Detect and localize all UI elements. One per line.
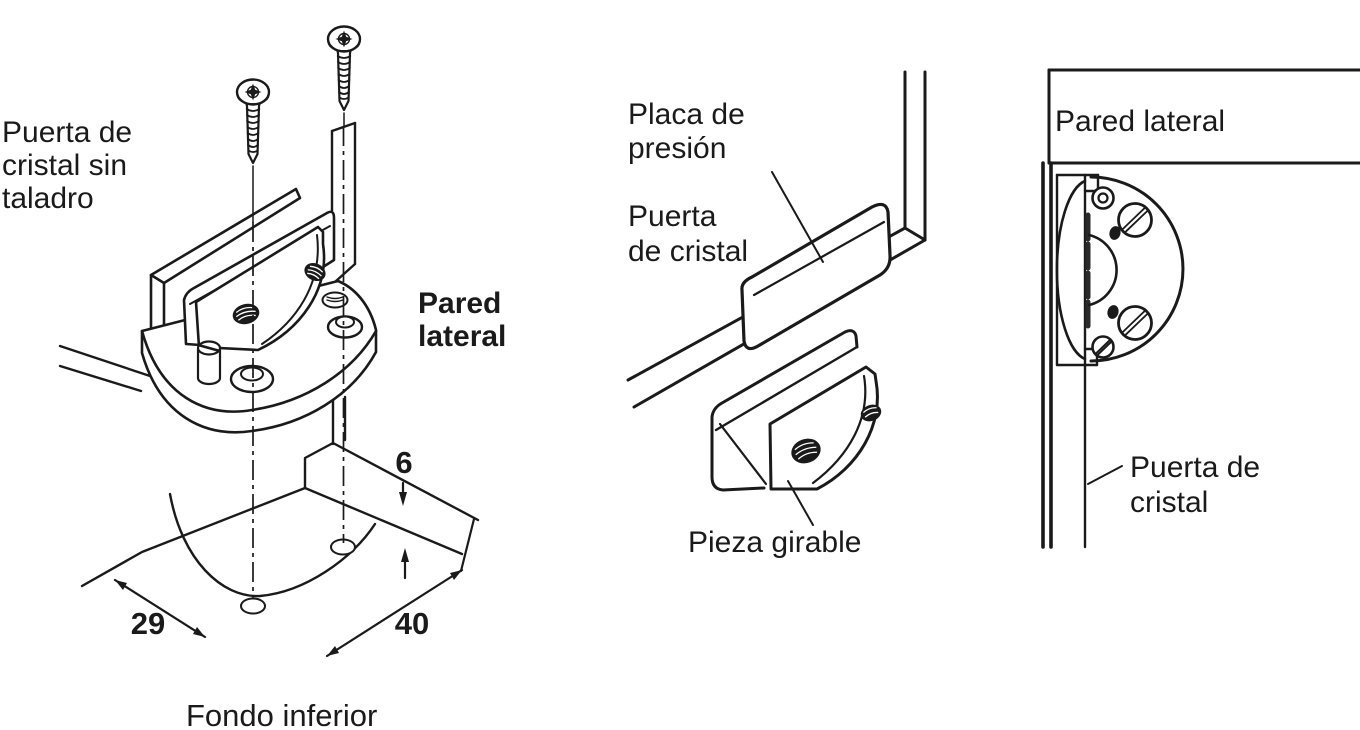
clamp-piece [182,210,336,352]
glass-door-panel [149,187,302,350]
side-wall-band [1047,68,1360,165]
glass-door-label-line2: cristal [1130,486,1208,519]
rotating-piece-label: Pieza girable [688,526,861,559]
pressure-plate [740,202,892,351]
pressure-plate-diagram: Placa de presión Puerta de cristal Pieza… [626,70,927,559]
base-holes [196,291,364,394]
exploded-hinge-diagram: 29 40 6 Puerta de cristal sin taladro Pa… [2,25,506,730]
floor-edge-lines [58,344,152,393]
set-screw [860,404,882,422]
hinge-body-arcs [1055,175,1185,363]
glass-door-label-line3: taladro [2,182,94,215]
mounting-template [80,441,480,615]
hinge-screws [1091,186,1153,359]
dimension-6: 6 [395,445,413,580]
glass-door-label-line2: de cristal [628,235,748,268]
right-diagram-labels: Pared lateral Puerta de cristal [1055,105,1260,519]
dimension-40: 40 [325,517,476,658]
side-wall-lower [331,395,347,446]
threaded-hole [791,438,821,464]
mounted-top-view-diagram: Pared lateral Puerta de cristal [1041,68,1360,549]
glass-door-section [1041,161,1087,549]
leader-rotating-piece [787,480,814,526]
side-wall-label: Pared lateral [1055,105,1225,138]
glass-door-label-line1: Puerta [628,200,717,233]
dim-29-label: 29 [131,606,165,641]
bottom-caption: Fondo inferior [186,698,377,730]
side-wall-label-line2: lateral [418,320,506,353]
glass-door-label-line1: Puerta de [2,116,132,149]
pivot-pin [196,340,222,386]
middle-diagram-labels: Placa de presión Puerta de cristal Pieza… [628,98,861,559]
glass-door-label-line2: cristal sin [2,149,127,182]
dim-40-label: 40 [395,606,429,641]
leader-glass-door [1087,465,1123,485]
rotating-piece [710,329,882,492]
hinge-plate-section [1055,173,1100,367]
pressure-plate-label-line2: presión [628,132,726,165]
dim-6-label: 6 [395,445,412,480]
dimension-29: 29 [113,578,207,641]
side-wall-label-line1: Pared [418,287,501,320]
glass-door-label-line1: Puerta de [1130,451,1260,484]
left-diagram-labels: Puerta de cristal sin taladro Pared late… [2,116,506,730]
leader-pressure-plate [771,171,824,263]
pressure-plate-label-line1: Placa de [628,98,745,131]
set-screw [304,263,326,281]
